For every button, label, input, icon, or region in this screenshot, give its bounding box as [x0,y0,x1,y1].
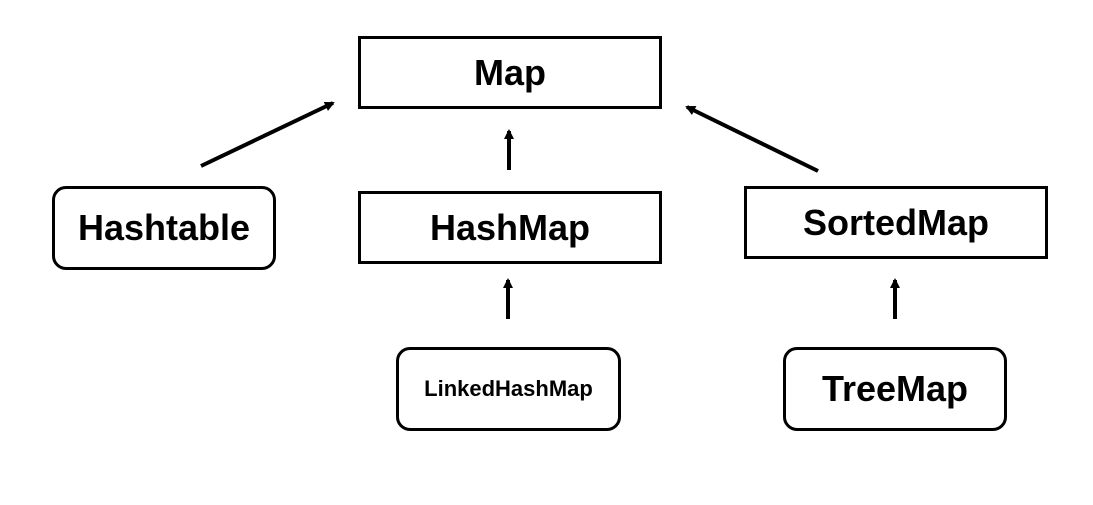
arrow-hashtable-to-map [200,101,335,168]
node-treemap-label: TreeMap [821,368,969,409]
node-linkedhashmap: LinkedHashMap [396,347,621,431]
node-treemap: TreeMap [783,347,1007,431]
node-sortedmap: SortedMap [744,186,1048,259]
arrow-sortedmap-to-map [685,105,819,173]
node-linkedhashmap-label: LinkedHashMap [424,376,593,401]
node-map: Map [358,36,662,109]
node-hashmap-label: HashMap [429,206,591,248]
node-hashmap: HashMap [358,191,662,264]
node-sortedmap-label: SortedMap [802,201,989,243]
node-hashtable: Hashtable [52,186,276,270]
node-hashtable-label: Hashtable [77,207,251,248]
node-map-label: Map [474,51,546,93]
